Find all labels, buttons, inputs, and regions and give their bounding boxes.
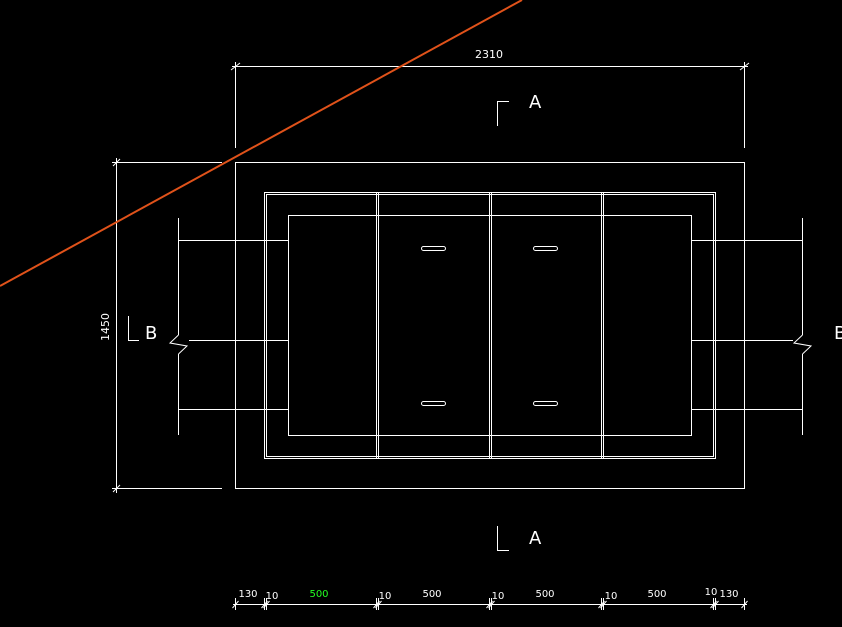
bottom-dimension-tick-8 (600, 600, 607, 609)
bottom-dimension-label-5: 10 (492, 591, 505, 602)
section-mark-top-label: A (529, 92, 542, 113)
bottom-dimension-label-8: 500 (647, 589, 666, 600)
bottom-dimension-tick-2 (263, 600, 270, 609)
bottom-dimension-label-1: 10 (266, 591, 279, 602)
bottom-dimension-label-2: 500 (309, 589, 328, 600)
bottom-dimension-label-0: 130 (238, 589, 257, 600)
section-mark-bottom-label: A (529, 528, 542, 549)
bottom-dimension-label-end-1: 130 (719, 589, 738, 600)
left-dimension-value: 1450 (99, 313, 112, 341)
bottom-dimension-label-4: 500 (422, 589, 441, 600)
bottom-dimension-label-3: 10 (379, 591, 392, 602)
section-mark-bottom: A (497, 526, 542, 551)
top-dimension: 2310 (230, 48, 750, 148)
outer-boundary (235, 162, 745, 489)
section-mark-left: B (128, 316, 157, 344)
bottom-dimension-tick-6 (488, 600, 495, 609)
section-mark-right: B (834, 323, 842, 344)
bottom-dimension-tick-0 (232, 600, 239, 609)
overlay-diagonal-line (0, 0, 523, 287)
lifting-handles (421, 246, 558, 406)
section-mark-top: A (497, 92, 542, 126)
right-pipes (692, 218, 813, 435)
bottom-dimension-tick-4 (375, 600, 382, 609)
bottom-dimension-tick-10 (712, 600, 719, 609)
top-dimension-value: 2310 (475, 48, 503, 61)
bottom-dimension-label-6: 500 (535, 589, 554, 600)
left-pipes (168, 218, 288, 435)
bottom-dimension-tick-11 (741, 600, 748, 609)
bottom-dimension-label-7: 10 (605, 591, 618, 602)
section-mark-left-label: B (145, 323, 157, 344)
section-mark-right-label: B (834, 323, 842, 344)
bottom-dimension-label-end-0: 10 (705, 587, 718, 598)
left-dimension: 1450 (99, 158, 222, 493)
cover-plate-dividers (376, 192, 604, 459)
